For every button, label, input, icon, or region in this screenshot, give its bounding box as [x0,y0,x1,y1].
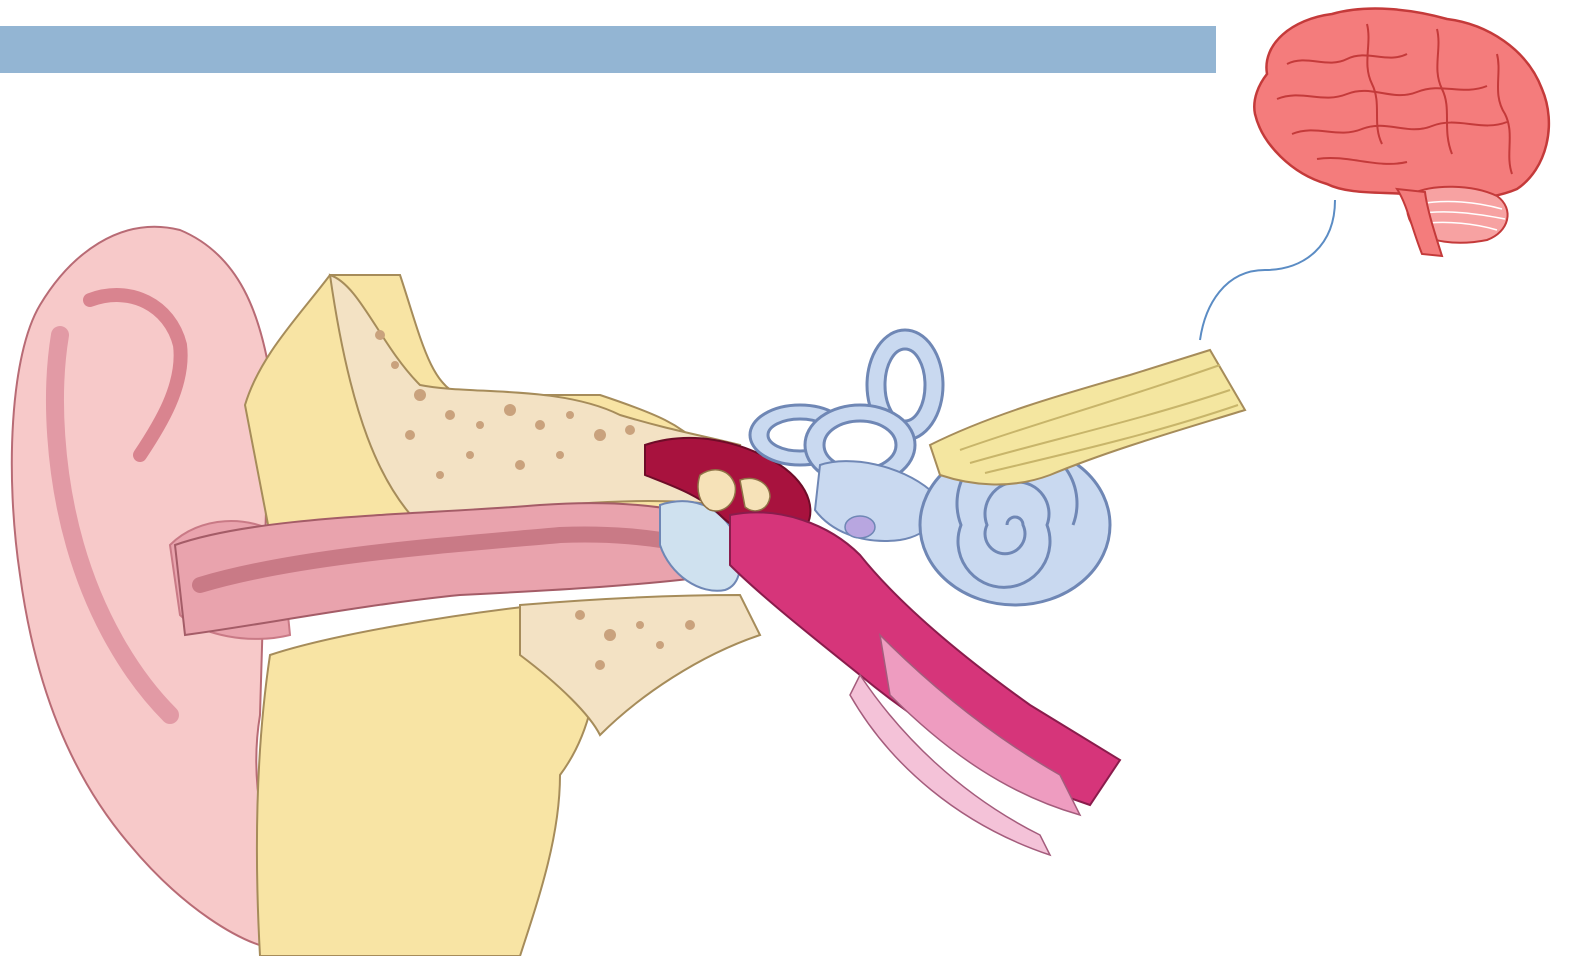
connector-line [1200,200,1335,340]
oval-window [845,516,875,538]
title-bar [0,26,1216,73]
ear-to-brain-connector [1185,195,1345,345]
ear-anatomy-illustration [0,215,1250,956]
cerebrum [1254,9,1549,199]
